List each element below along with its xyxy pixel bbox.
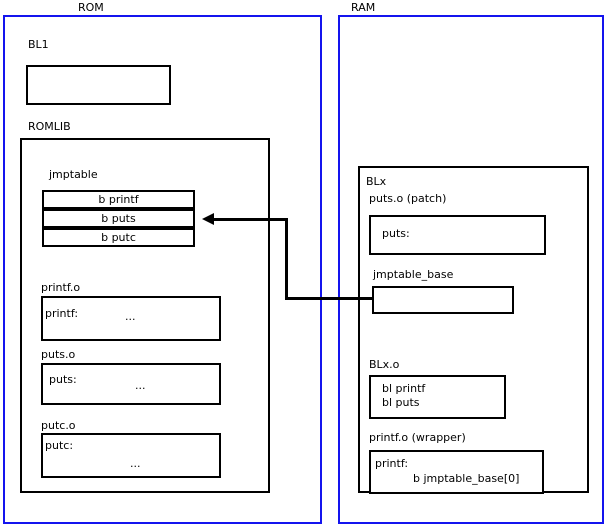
- blx-label: BLx: [366, 175, 387, 188]
- putc-o-label: putc.o: [41, 419, 76, 432]
- puts-patch-label: puts.o (patch): [369, 192, 447, 205]
- connector-segment-vertical: [285, 218, 288, 300]
- jmptable-entry-puts-text: b puts: [101, 212, 136, 225]
- printf-o-symbol: printf:: [45, 307, 79, 320]
- puts-patch-symbol: puts:: [382, 227, 410, 240]
- ram-region: [338, 15, 604, 524]
- printf-o-label: printf.o: [41, 281, 81, 294]
- bl1-label: BL1: [28, 38, 49, 51]
- rom-region: [3, 15, 322, 524]
- jmptable-entry-putc[interactable]: b putc: [42, 228, 195, 247]
- blx-o-line-bl-puts: bl puts: [382, 396, 420, 409]
- puts-o-symbol: puts:: [49, 373, 77, 386]
- romlib-label: ROMLIB: [28, 120, 71, 133]
- blx-o-box: bl printf bl puts: [369, 375, 506, 419]
- puts-patch-box: puts:: [369, 215, 546, 255]
- printf-wrapper-branch: b jmptable_base[0]: [413, 472, 520, 485]
- puts-o-box: puts: ...: [41, 363, 221, 405]
- putc-o-box: putc: ...: [41, 433, 221, 478]
- jmptable-label: jmptable: [49, 168, 98, 181]
- connector-segment-bottom-horizontal: [285, 297, 372, 300]
- blx-o-label: BLx.o: [369, 358, 400, 371]
- jmptable-entry-puts[interactable]: b puts: [42, 209, 195, 228]
- jmptable-entry-putc-text: b putc: [101, 231, 136, 244]
- jmptable-entry-printf[interactable]: b printf: [42, 190, 195, 209]
- puts-o-label: puts.o: [41, 348, 76, 361]
- printf-wrapper-symbol: printf:: [375, 457, 409, 470]
- jmptable-base-label: jmptable_base: [373, 268, 454, 281]
- printf-o-ellipsis: ...: [125, 310, 136, 323]
- printf-o-box: printf: ...: [41, 296, 221, 341]
- rom-region-label: ROM: [78, 1, 104, 14]
- puts-o-ellipsis: ...: [135, 379, 146, 392]
- jmptable-entry-printf-text: b printf: [98, 193, 139, 206]
- ram-region-label: RAM: [351, 1, 376, 14]
- bl1-box: [26, 65, 171, 105]
- blx-o-line-bl-printf: bl printf: [382, 382, 426, 395]
- printf-wrapper-box: printf: b jmptable_base[0]: [369, 450, 544, 494]
- putc-o-ellipsis: ...: [130, 457, 141, 470]
- connector-arrow-icon: [202, 213, 214, 225]
- jmptable-base-box: [372, 286, 514, 314]
- putc-o-symbol: putc:: [45, 439, 74, 452]
- printf-wrapper-label: printf.o (wrapper): [369, 431, 466, 444]
- connector-segment-top-horizontal: [212, 218, 288, 221]
